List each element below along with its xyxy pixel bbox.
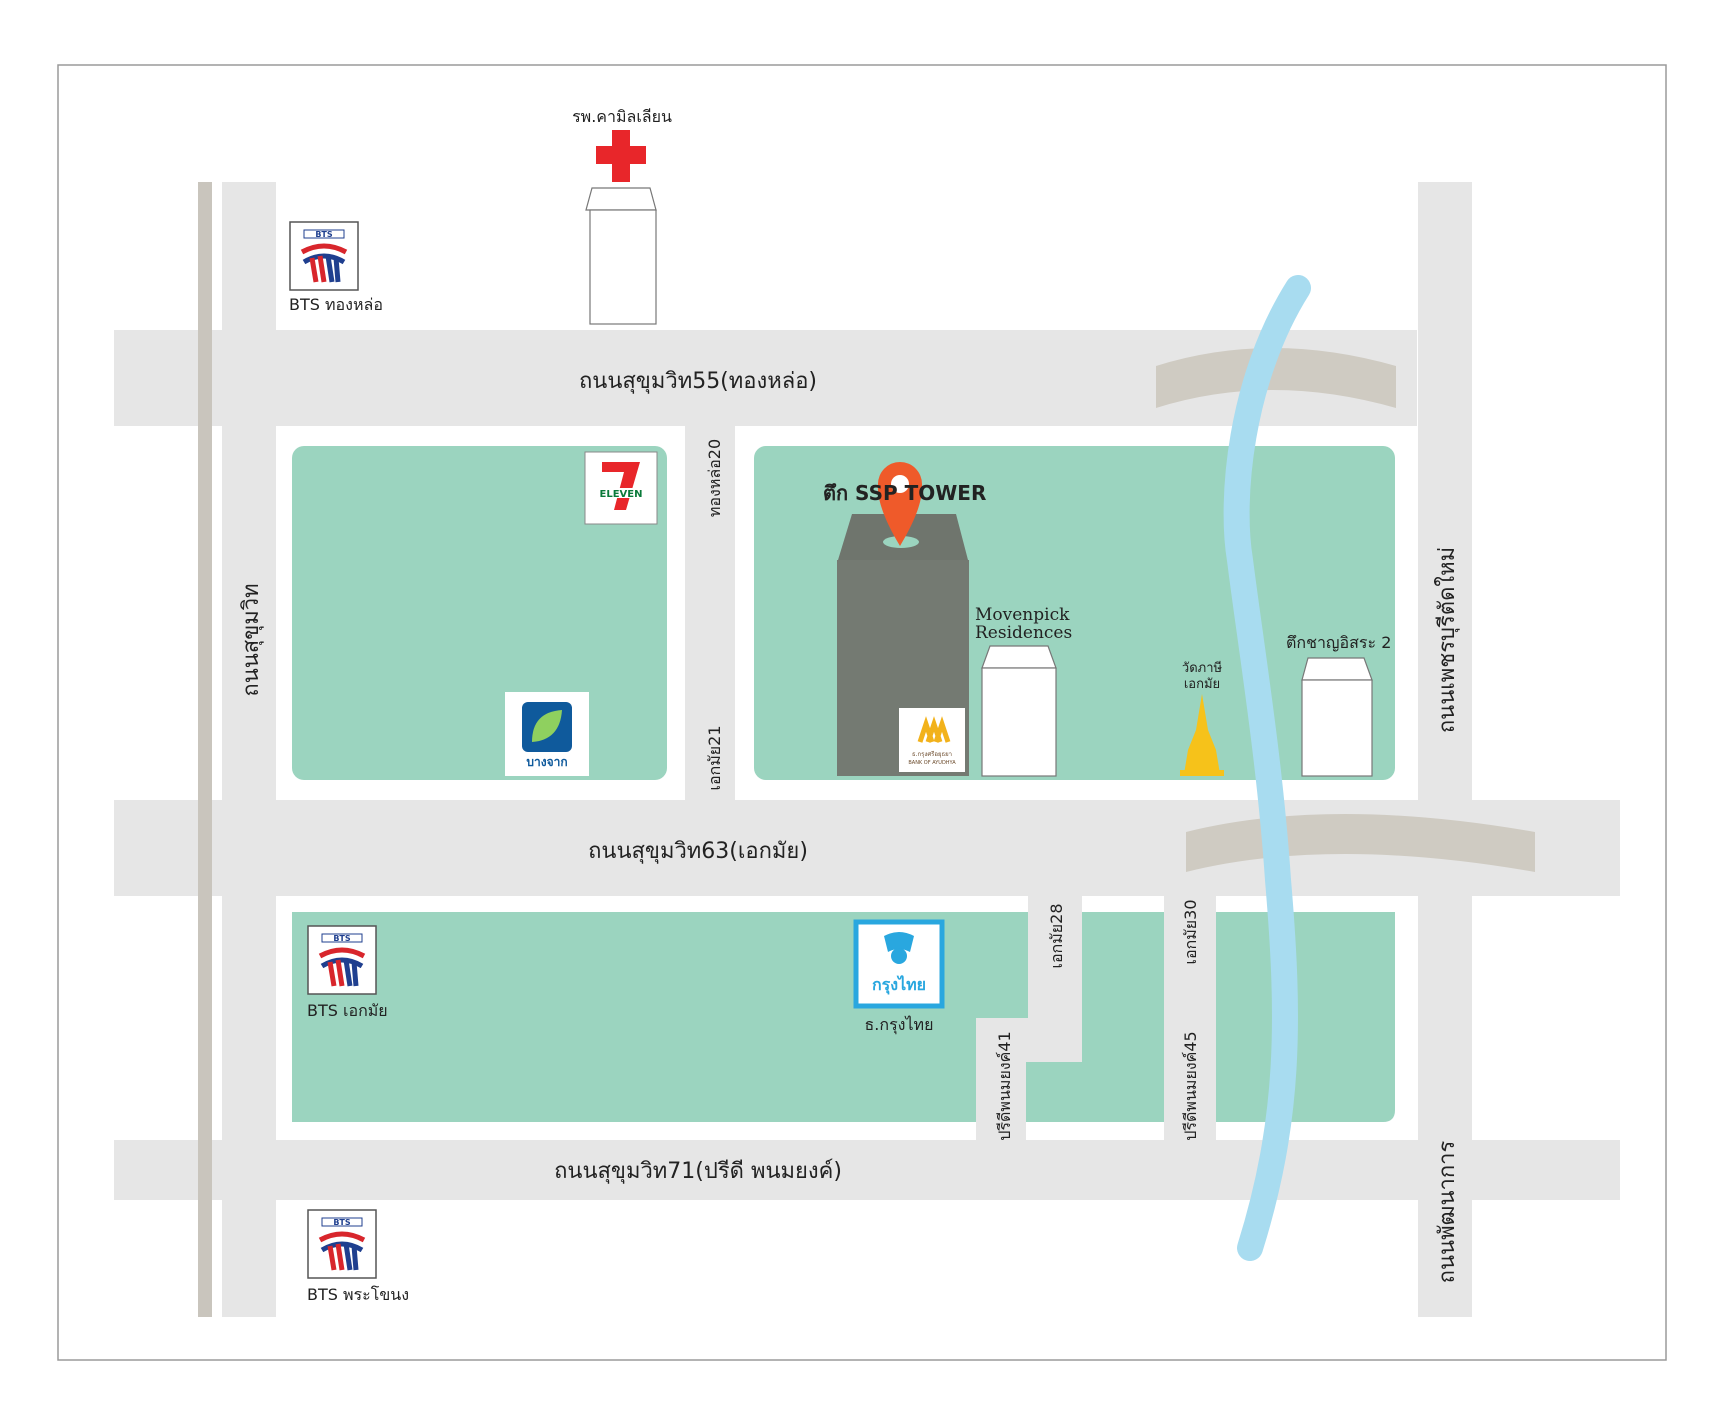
wat-label-line1: วัดภาษี — [1182, 660, 1223, 676]
road-ekkamai30 — [1164, 896, 1216, 1140]
map-pin-icon — [877, 462, 923, 546]
bts-ekkamai-label: BTS เอกมัย — [307, 1001, 388, 1020]
road-label-ekkamai30: เอกมัย30 — [1181, 899, 1200, 964]
movenpick-building — [981, 645, 1057, 777]
bts-logo-icon — [290, 222, 358, 290]
svg-text:บางจาก: บางจาก — [526, 755, 567, 769]
road-label-sukhumvit71: ถนนสุขุมวิท71(ปรีดี พนมยงค์) — [554, 1159, 842, 1184]
road-pridi41 — [976, 1018, 1026, 1140]
road-label-ekkamai21: เอกมัย21 — [705, 725, 724, 790]
wat-label-line2: เอกมัย — [1184, 677, 1220, 692]
pagoda-icon — [1180, 694, 1224, 776]
road-thonglor20 — [685, 426, 735, 800]
hospital-building — [585, 187, 657, 325]
bts-phrakhanong-label: BTS พระโขนง — [307, 1285, 409, 1304]
red-cross-icon — [596, 130, 646, 182]
road-label-pridi45: ปรีดีพนมยงค์45 — [1181, 1031, 1200, 1140]
bts-logo-icon — [308, 926, 376, 994]
chan-building-label: ตึกชาญอิสระ 2 — [1286, 633, 1391, 652]
svg-text:ELEVEN: ELEVEN — [600, 489, 643, 500]
road-label-phatthanakan: ถนนพัฒนาการ — [1435, 1140, 1460, 1283]
svg-text:BANK OF AYUDHYA: BANK OF AYUDHYA — [908, 760, 956, 766]
krungthai-branch-label: ธ.กรุงไทย — [865, 1015, 934, 1035]
krungthai-logo-icon: กรุงไทย — [853, 919, 945, 1009]
ssp-tower-label: ตึก SSP TOWER — [823, 481, 986, 505]
road-label-ekkamai28: เอกมัย28 — [1047, 903, 1066, 968]
river — [1223, 275, 1311, 1261]
bts-rail-line — [198, 182, 212, 1317]
road-label-phetchaburi: ถนนเพชรบุรีตัดใหม่ — [1434, 547, 1460, 733]
bts-thonglor-label: BTS ทองหล่อ — [289, 295, 383, 314]
road-sukhumvit71 — [114, 1140, 1620, 1200]
svg-text:กรุงไทย: กรุงไทย — [872, 975, 926, 995]
svg-text:ธ.กรุงศรีอยุธยา: ธ.กรุงศรีอยุธยา — [912, 750, 952, 758]
chan-building — [1301, 657, 1373, 777]
krungsri-logo-icon: ธ.กรุงศรีอยุธยา BANK OF AYUDHYA — [899, 708, 965, 772]
movenpick-label-line1: Movenpick — [975, 605, 1070, 625]
hospital-label: รพ.คามิลเลียน — [572, 107, 672, 126]
seven-eleven-logo-icon: ELEVEN — [584, 451, 658, 525]
bangchak-logo-icon: บางจาก — [505, 692, 589, 776]
road-label-sukhumvit55: ถนนสุขุมวิท55(ทองหล่อ) — [579, 369, 817, 394]
bts-logo-icon — [308, 1210, 376, 1278]
road-label-pridi41: ปรีดีพนมยงค์41 — [995, 1031, 1014, 1140]
road-label-sukhumvit63: ถนนสุขุมวิท63(เอกมัย) — [588, 839, 808, 864]
road-label-thonglor20: ทองหล่อ20 — [705, 439, 724, 517]
movenpick-label-line2: Residences — [975, 623, 1072, 643]
bridge-north — [1156, 348, 1396, 408]
road-label-sukhumvit: ถนนสุขุมวิท — [239, 583, 264, 696]
block-south — [292, 912, 1395, 1122]
road-phetchaburi — [1418, 182, 1472, 1317]
